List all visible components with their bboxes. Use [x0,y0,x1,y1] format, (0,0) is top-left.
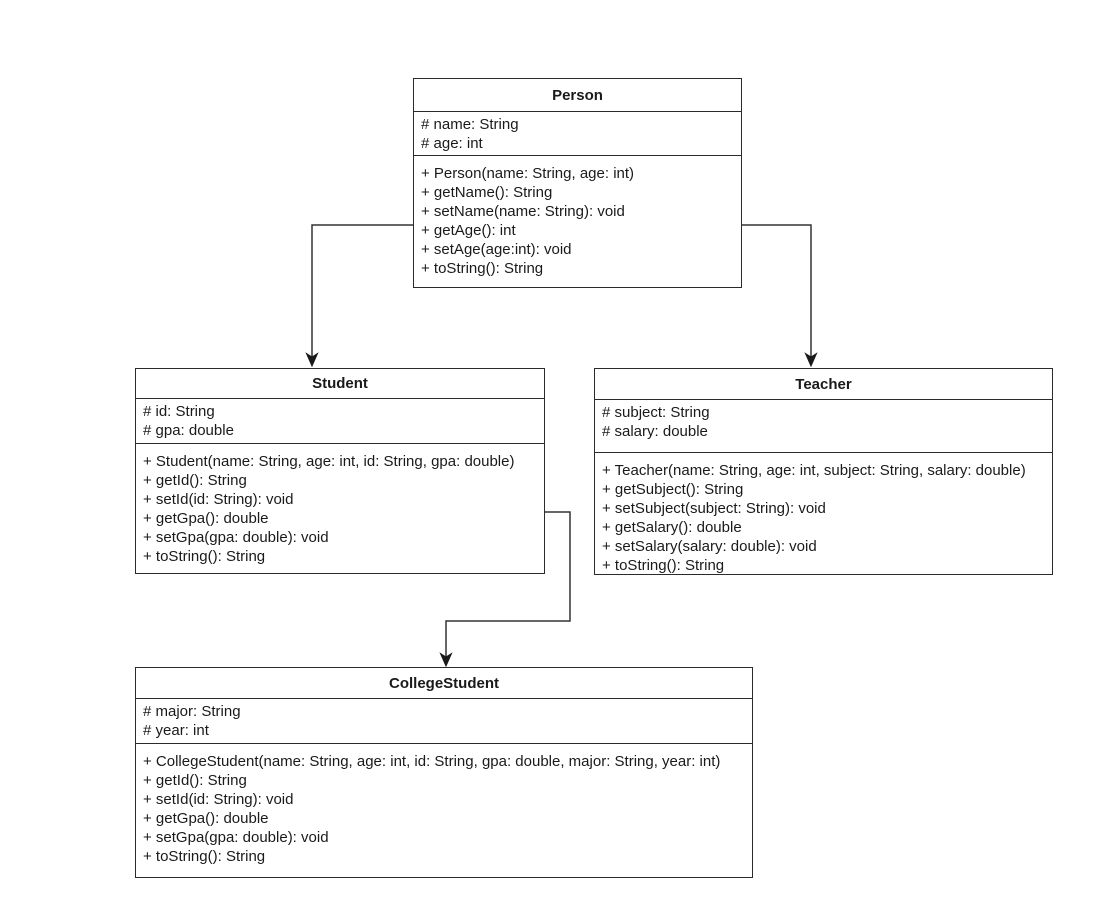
method-row: + getName(): String [421,184,553,201]
method-row: + getId(): String [143,472,247,489]
method-row: + getAge(): int [421,222,516,239]
arrowhead-icon [804,352,818,368]
class-box-collegestudent[interactable]: CollegeStudent # major: String # year: i… [135,667,753,878]
attribute-row: # name: String [421,116,519,133]
method-row: + Teacher(name: String, age: int, subjec… [602,462,1026,479]
class-box-student[interactable]: Student # id: String # gpa: double + Stu… [135,368,545,574]
attribute-row: # subject: String [602,404,710,421]
method-row: + Person(name: String, age: int) [421,165,635,182]
class-title: Teacher [595,369,1052,400]
attribute-row: # gpa: double [143,422,234,439]
method-row: + getGpa(): double [143,510,269,527]
methods-compartment: + Person(name: String, age: int) + getNa… [414,156,741,287]
attribute-row: # major: String [143,703,241,720]
class-title: Person [414,79,741,112]
method-row: + setSubject(subject: String): void [602,500,826,517]
class-title: CollegeStudent [136,668,752,699]
class-box-teacher[interactable]: Teacher # subject: String # salary: doub… [594,368,1053,575]
method-row: + setId(id: String): void [143,791,294,808]
method-row: + toString(): String [421,260,544,277]
method-row: + setGpa(gpa: double): void [143,829,329,846]
method-row: + setGpa(gpa: double): void [143,529,329,546]
attribute-row: # age: int [421,135,483,152]
attributes-compartment: # id: String # gpa: double [136,399,544,444]
attributes-compartment: # major: String # year: int [136,699,752,744]
method-row: + toString(): String [143,848,266,865]
method-row: + getGpa(): double [143,810,269,827]
inheritance-arrow-student-collegestudent[interactable] [439,511,571,668]
method-row: + setName(name: String): void [421,203,625,220]
attributes-compartment: # subject: String # salary: double [595,400,1052,453]
method-row: + CollegeStudent(name: String, age: int,… [143,753,721,770]
attribute-row: # id: String [143,403,215,420]
method-row: + setId(id: String): void [143,491,294,508]
class-box-person[interactable]: Person # name: String # age: int + Perso… [413,78,742,288]
method-row: + setAge(age:int): void [421,241,572,258]
method-row: + getId(): String [143,772,247,789]
arrowhead-icon [439,652,453,668]
method-row: + toString(): String [602,557,725,574]
methods-compartment: + Student(name: String, age: int, id: St… [136,444,544,573]
attribute-row: # year: int [143,722,209,739]
method-row: + Student(name: String, age: int, id: St… [143,453,515,470]
inheritance-arrow-person-student[interactable] [305,224,414,368]
method-row: + setSalary(salary: double): void [602,538,817,555]
method-row: + getSubject(): String [602,481,744,498]
methods-compartment: + CollegeStudent(name: String, age: int,… [136,744,752,877]
attribute-row: # salary: double [602,423,708,440]
attributes-compartment: # name: String # age: int [414,112,741,156]
method-row: + getSalary(): double [602,519,742,536]
methods-compartment: + Teacher(name: String, age: int, subjec… [595,453,1052,574]
method-row: + toString(): String [143,548,266,565]
inheritance-arrow-person-teacher[interactable] [742,224,818,368]
arrowhead-icon [305,352,319,368]
class-title: Student [136,369,544,399]
